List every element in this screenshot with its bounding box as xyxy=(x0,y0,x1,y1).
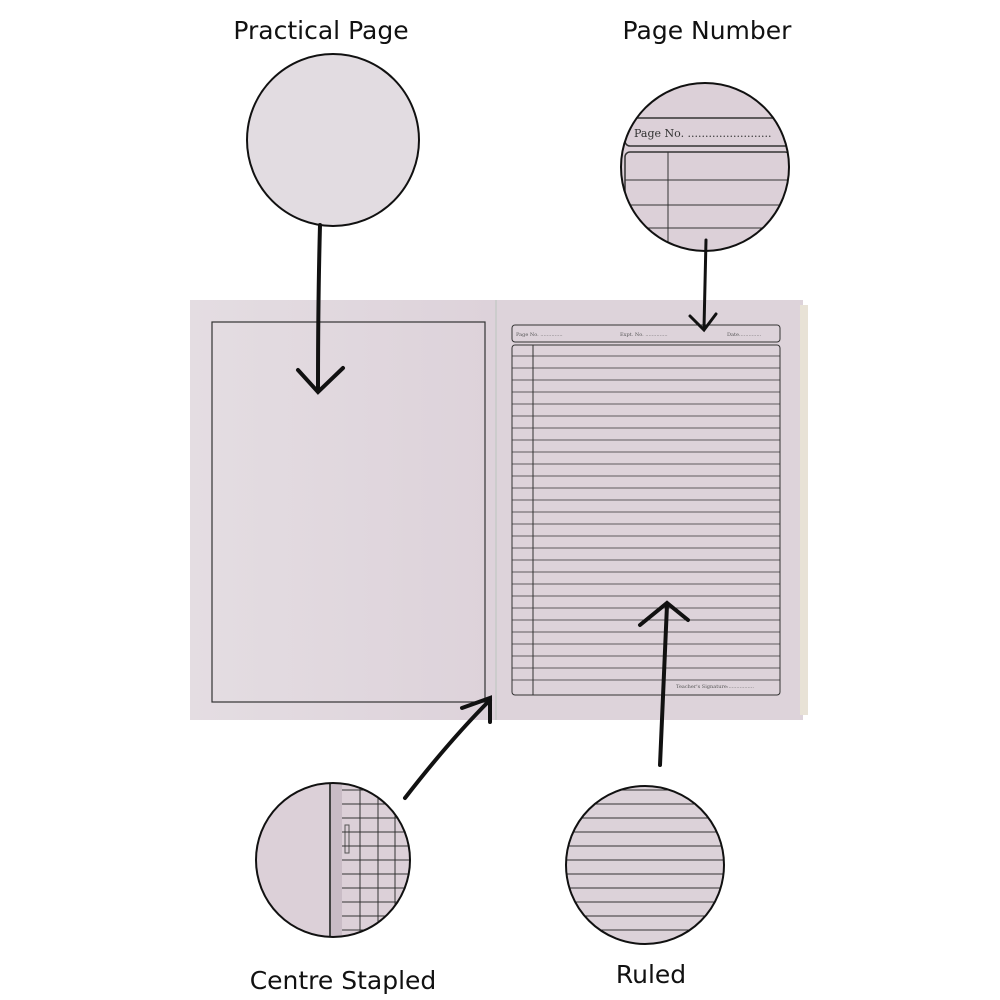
arrowhead-icon xyxy=(688,312,718,333)
zoom-page-no: Page No. ........................ xyxy=(634,127,771,140)
arrow-centre-stapled xyxy=(403,698,492,800)
zoom-circle-practical-page xyxy=(246,53,420,227)
arrowhead-icon xyxy=(638,600,690,627)
zoom-circle-page-number: Page No. ........................ xyxy=(620,82,790,252)
arrow-page-number xyxy=(702,238,708,330)
label-centre-stapled: Centre Stapled xyxy=(249,966,437,995)
arrowhead-icon xyxy=(460,695,492,724)
teachers-signature: Teacher's Signature:................ xyxy=(676,684,754,690)
arrows xyxy=(296,223,718,800)
header-date: Date.............. xyxy=(727,332,762,338)
header-page-no: Page No. .............. xyxy=(516,332,563,338)
left-practical-page xyxy=(190,300,495,720)
arrow-ruled xyxy=(658,603,669,767)
ruled-lines xyxy=(512,355,780,681)
label-ruled: Ruled xyxy=(615,960,687,989)
zoom-circle-ruled xyxy=(565,785,725,945)
label-practical-page: Practical Page xyxy=(233,16,409,45)
zoom-circle-centre-stapled xyxy=(255,782,411,938)
label-page-number: Page Number xyxy=(622,16,792,45)
header-expt-no: Expt. No. .............. xyxy=(620,332,668,338)
arrowhead-icon xyxy=(296,366,345,395)
right-ruled-page: Page No. .............. Expt. No. ......… xyxy=(497,300,808,720)
arrow-practical-page xyxy=(316,223,322,392)
